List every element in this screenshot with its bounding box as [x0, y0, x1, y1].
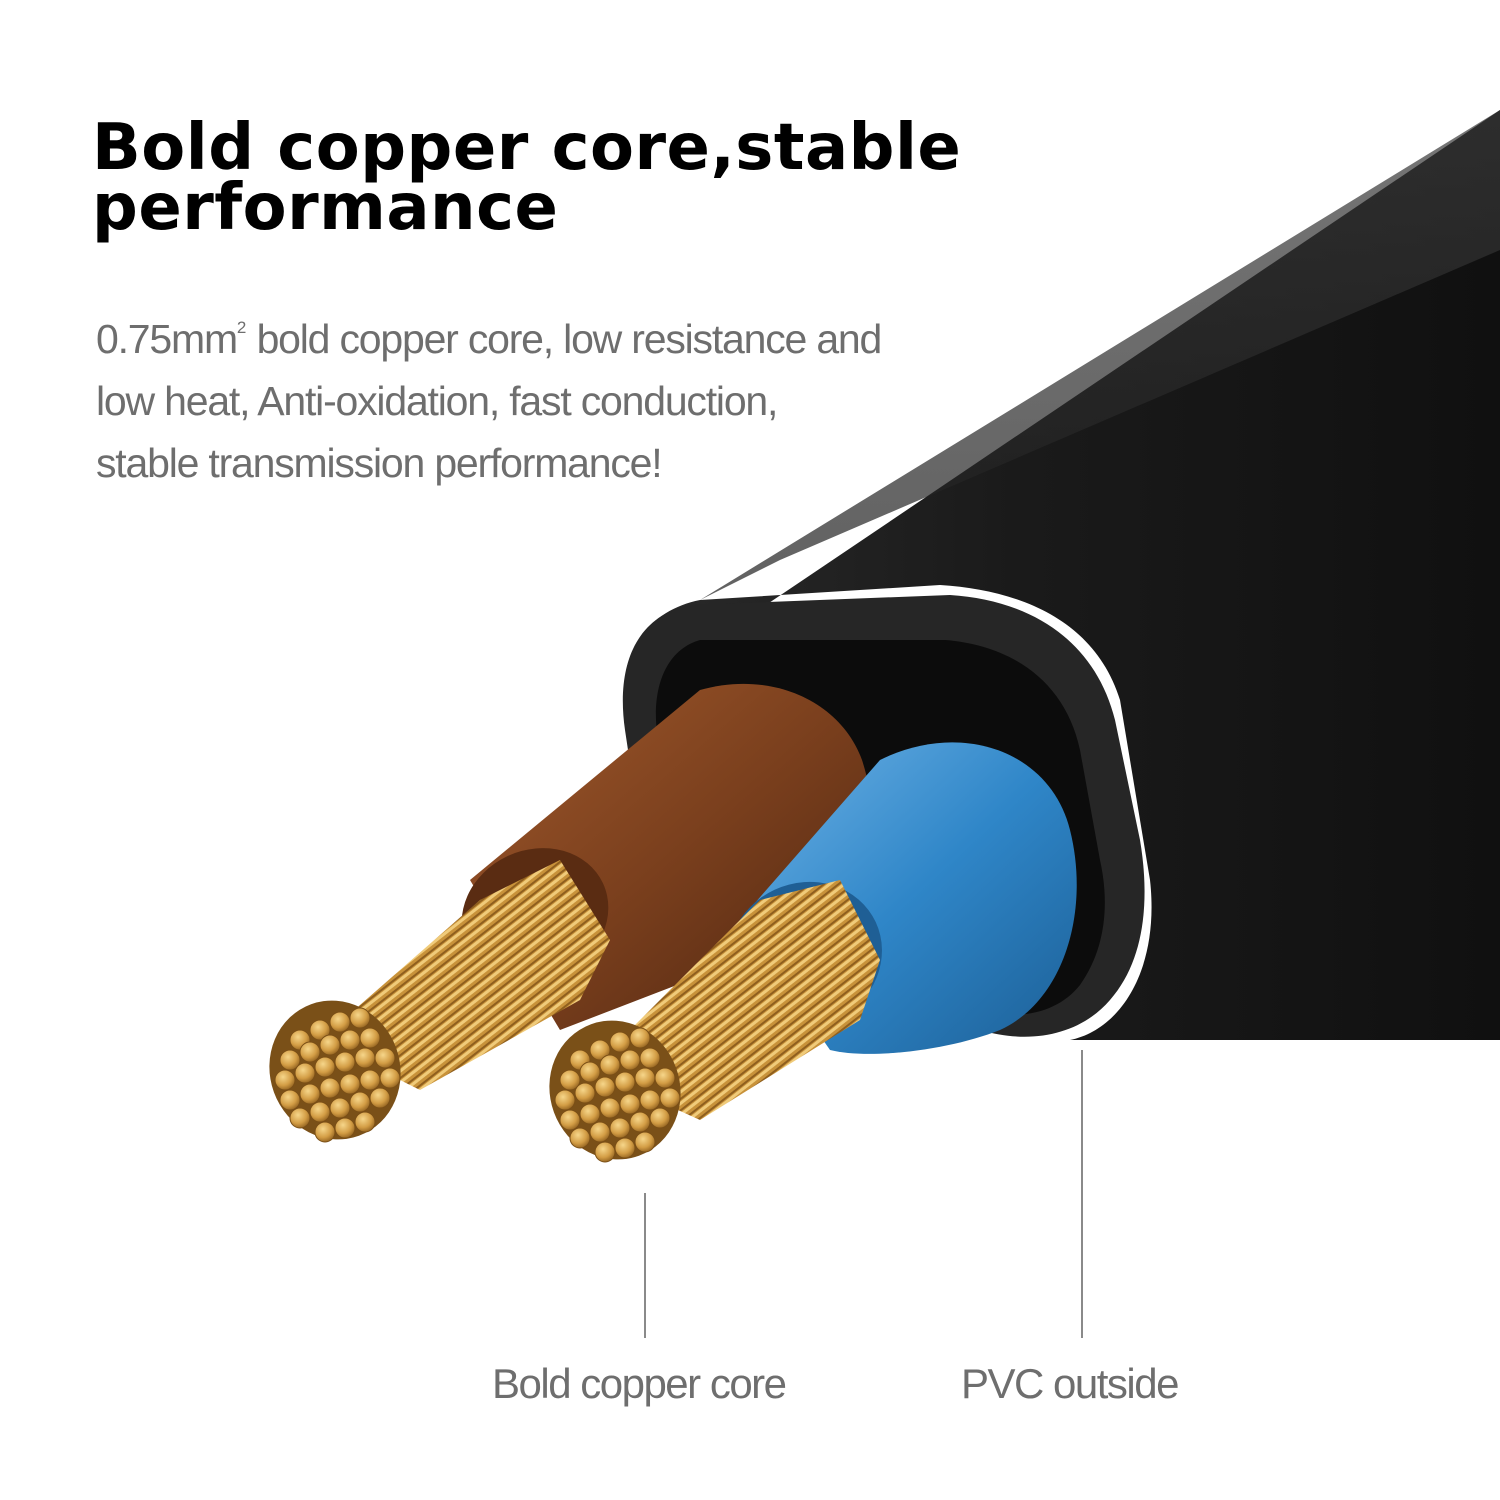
description: 0.75mm2 bold copper core, low resistance…: [96, 308, 996, 494]
description-line-3: stable transmission performance!: [96, 440, 663, 486]
core-leader-line: [644, 1193, 646, 1338]
headline-line-2: performance: [92, 171, 559, 245]
headline: Bold copper core,stable performance: [92, 111, 992, 245]
headline-line-1: Bold copper core,stable: [92, 111, 962, 185]
pvc-leader-line: [1081, 1050, 1083, 1338]
description-suffix: bold copper core, low resistance and: [246, 316, 883, 362]
description-line-2: low heat, Anti-oxidation, fast conductio…: [96, 378, 778, 424]
superscript-2: 2: [236, 318, 247, 337]
description-prefix: 0.75mm: [96, 316, 238, 362]
core-callout-label: Bold copper core: [492, 1360, 787, 1407]
description-line-1: 0.75mm2 bold copper core, low resistance…: [96, 308, 996, 370]
pvc-callout-label: PVC outside: [961, 1360, 1179, 1407]
copper-strands-left: [274, 1007, 401, 1143]
blue-conductor: [549, 742, 1077, 1160]
copper-strands-right: [554, 1027, 681, 1163]
